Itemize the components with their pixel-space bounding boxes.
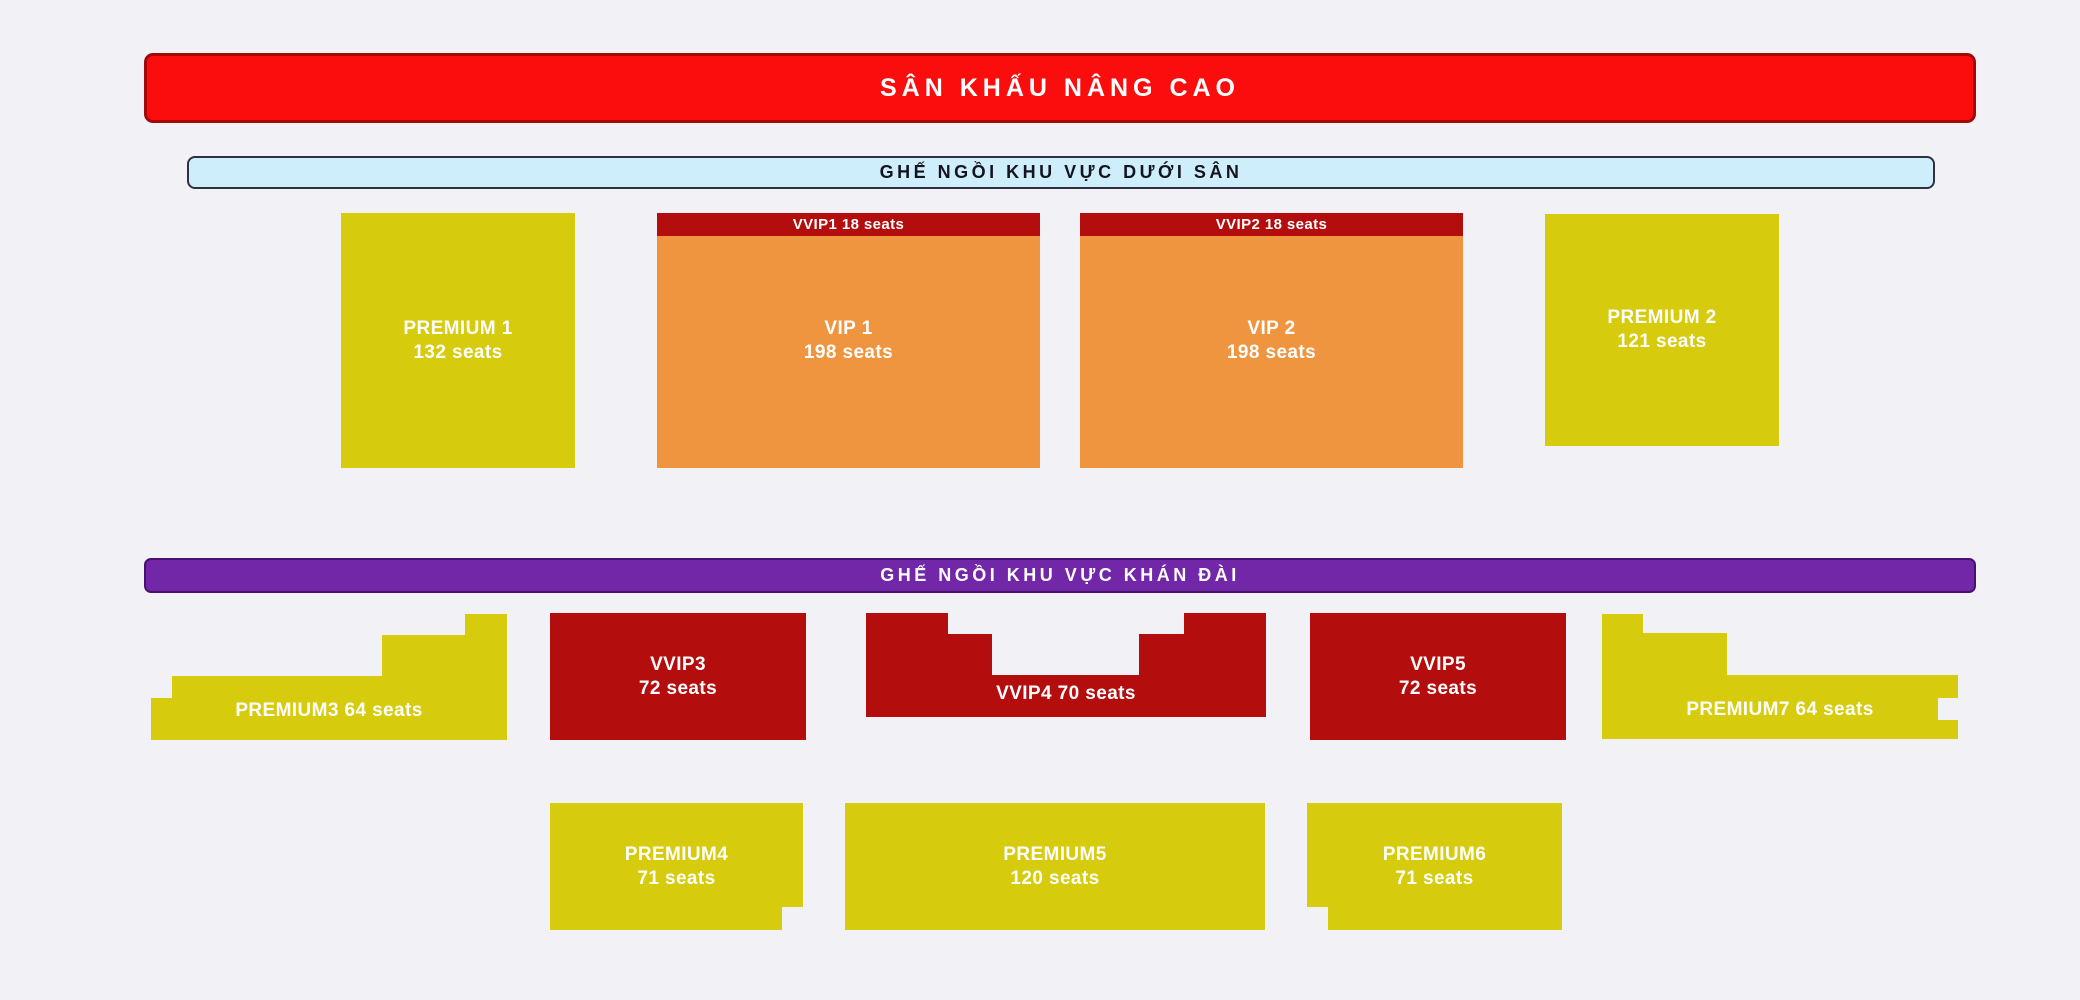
zone-premium1-seats: 132 seats bbox=[413, 341, 503, 363]
zone-premium6[interactable]: PREMIUM6 71 seats bbox=[1307, 803, 1562, 930]
zone-premium6-name: PREMIUM6 bbox=[1382, 843, 1487, 865]
floor-section-banner-label: GHẾ NGỒI KHU VỰC DƯỚI SÂN bbox=[879, 162, 1243, 182]
zone-premium4[interactable]: PREMIUM4 71 seats bbox=[550, 803, 803, 930]
zone-premium1-name: PREMIUM 1 bbox=[403, 317, 513, 339]
zone-vip2-seats: 198 seats bbox=[1226, 341, 1317, 363]
zone-vvip4[interactable]: VVIP4 70 seats bbox=[866, 613, 1266, 717]
zone-vvip5-seats: 72 seats bbox=[1398, 677, 1478, 699]
zone-premium7-label: PREMIUM7 64 seats bbox=[1686, 699, 1874, 720]
zone-premium7[interactable]: PREMIUM7 64 seats bbox=[1602, 614, 1958, 739]
zone-premium4-seats: 71 seats bbox=[637, 867, 716, 889]
zone-vvip3[interactable]: VVIP3 72 seats bbox=[550, 613, 806, 740]
zone-premium2-name: PREMIUM 2 bbox=[1607, 307, 1717, 328]
zone-premium3[interactable]: PREMIUM3 64 seats bbox=[151, 614, 507, 740]
zone-vvip5[interactable]: VVIP5 72 seats bbox=[1310, 613, 1566, 740]
zone-premium5-name: PREMIUM5 bbox=[1003, 843, 1107, 865]
zone-vvip1-header[interactable]: VVIP1 18 seats bbox=[657, 213, 1040, 236]
zone-vvip2-header[interactable]: VVIP2 18 seats bbox=[1080, 213, 1463, 236]
grandstand-section-banner-label: GHẾ NGỒI KHU VỰC KHÁN ĐÀI bbox=[880, 565, 1240, 585]
zone-vvip5-name: VVIP5 bbox=[1410, 653, 1466, 675]
zone-vip1[interactable]: VVIP1 18 seats VIP 1 198 seats bbox=[657, 213, 1040, 468]
zone-vvip3-name: VVIP3 bbox=[650, 653, 706, 675]
zone-premium5-seats: 120 seats bbox=[1010, 867, 1100, 889]
zone-vip1-seats: 198 seats bbox=[803, 341, 894, 363]
zone-vvip3-seats: 72 seats bbox=[638, 677, 718, 699]
zone-premium3-label: PREMIUM3 64 seats bbox=[235, 700, 423, 721]
zone-vip2[interactable]: VVIP2 18 seats VIP 2 198 seats bbox=[1080, 213, 1463, 468]
zone-vip1-name: VIP 1 bbox=[824, 317, 873, 339]
floor-section-banner: GHẾ NGỒI KHU VỰC DƯỚI SÂN bbox=[187, 156, 1935, 189]
grandstand-section-banner: GHẾ NGỒI KHU VỰC KHÁN ĐÀI bbox=[144, 558, 1976, 593]
zone-premium2[interactable]: PREMIUM 2 121 seats bbox=[1545, 214, 1779, 446]
stage-banner: SÂN KHẤU NÂNG CAO bbox=[144, 53, 1976, 123]
zone-premium6-seats: 71 seats bbox=[1395, 867, 1474, 889]
zone-premium2-seats: 121 seats bbox=[1617, 331, 1707, 352]
zone-premium5[interactable]: PREMIUM5 120 seats bbox=[845, 803, 1265, 930]
stage-banner-label: SÂN KHẤU NÂNG CAO bbox=[880, 73, 1240, 102]
zone-premium4-name: PREMIUM4 bbox=[624, 843, 729, 865]
zone-vip2-name: VIP 2 bbox=[1247, 317, 1296, 339]
zone-premium1[interactable]: PREMIUM 1 132 seats bbox=[341, 213, 575, 468]
zone-vvip4-label: VVIP4 70 seats bbox=[996, 683, 1136, 704]
